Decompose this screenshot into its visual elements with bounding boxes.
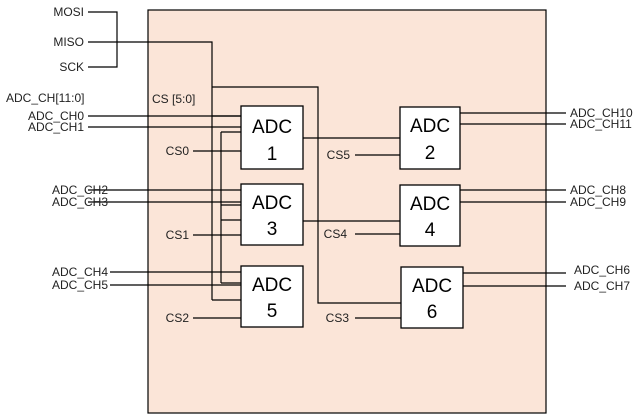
adc-title: ADC (252, 193, 292, 214)
adc-number: 3 (267, 219, 278, 240)
adc-number: 1 (267, 144, 278, 165)
adc-box (240, 265, 304, 328)
board-area (147, 9, 547, 414)
chip-select-label: CS0 (166, 144, 190, 158)
chip-select-label: CS1 (166, 228, 190, 242)
adc-channel-a-label: ADC_CH4 (52, 265, 108, 279)
chip-select-label: CS4 (324, 227, 348, 241)
adc-box (240, 183, 304, 246)
cs-bus-label: CS [5:0] (152, 92, 195, 106)
adc-block-1: ADC 1 ADC_CH0 ADC_CH1 CS0 (28, 105, 304, 170)
adc-box (400, 266, 464, 329)
adc-channel-a-label: ADC_CH2 (52, 183, 108, 197)
adc-title: ADC (410, 194, 450, 215)
adc-number: 4 (425, 220, 436, 241)
adc-block-4: ADC 4 ADC_CH8 ADC_CH9 CS4 (324, 183, 626, 247)
adc-number: 5 (267, 301, 278, 322)
adc-block-2: ADC 2 ADC_CH10 ADC_CH11 CS5 (327, 106, 633, 170)
adc-title: ADC (252, 275, 292, 296)
adc-channel-b-label: ADC_CH1 (28, 120, 84, 134)
wires (88, 11, 566, 319)
mosi-wire (88, 11, 118, 68)
right-bus-wire (212, 86, 401, 304)
adc-box (399, 184, 461, 247)
adc-box (399, 106, 461, 170)
chip-select-label: CS5 (327, 148, 351, 162)
adc-number: 2 (425, 143, 436, 164)
adc-channel-b-label: ADC_CH9 (570, 195, 626, 209)
mosi-label: MOSI (53, 5, 84, 19)
sck-label: SCK (59, 60, 84, 74)
miso-label: MISO (53, 35, 84, 49)
adc-title: ADC (410, 116, 450, 137)
adc-block-3: ADC 3 ADC_CH2 ADC_CH3 CS1 (52, 183, 304, 246)
adc-number: 6 (427, 302, 438, 323)
adc-title: ADC (252, 117, 292, 138)
adc-block-5: ADC 5 ADC_CH4 ADC_CH5 CS2 (52, 265, 304, 328)
chip-select-label: CS2 (166, 311, 190, 325)
miso-wire (88, 41, 213, 300)
adc-channel-a-label: ADC_CH8 (570, 183, 626, 197)
adc-channel-a-label: ADC_CH6 (574, 263, 630, 277)
adc-box (240, 105, 304, 170)
adc-channel-b-label: ADC_CH11 (570, 117, 632, 131)
adc-bus-label: ADC_CH[11:0] (6, 91, 84, 105)
adc-channel-a-label: ADC_CH0 (28, 109, 84, 123)
adc-channel-a-label: ADC_CH10 (570, 106, 633, 120)
chip-select-label: CS3 (326, 311, 350, 325)
adc-block-6: ADC 6 ADC_CH6 ADC_CH7 CS3 (326, 263, 630, 329)
adc-channel-b-label: ADC_CH3 (52, 195, 108, 209)
adc-channel-b-label: ADC_CH5 (52, 278, 108, 292)
adc-channel-b-label: ADC_CH7 (574, 279, 630, 293)
adc-title: ADC (412, 276, 452, 297)
